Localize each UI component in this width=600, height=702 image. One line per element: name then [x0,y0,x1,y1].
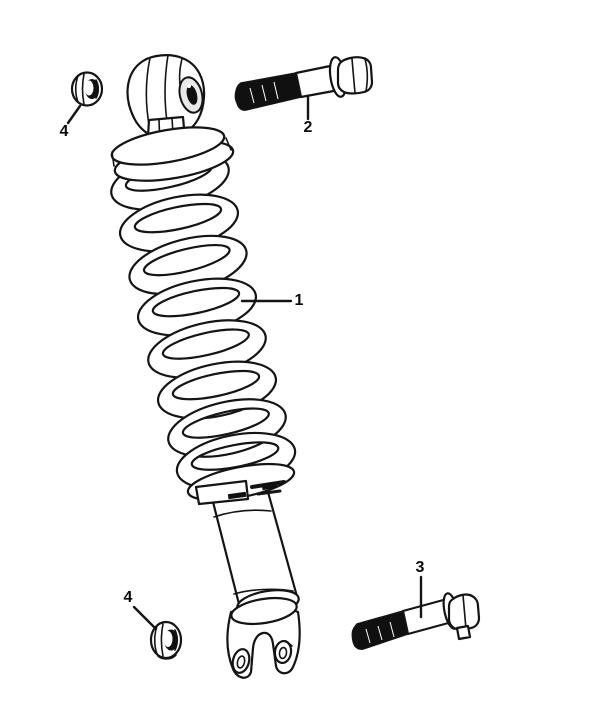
flange-nut-bottom [149,620,183,660]
callout-label-1: 1 [294,292,304,309]
leader-line-4-top [66,104,82,125]
lower-mount-bolt [351,592,481,650]
callout-label-4-bottom: 4 [123,589,133,606]
flange-nut-top [70,71,104,107]
upper-mount-bolt [234,56,374,111]
callout-label-4-top: 4 [59,123,69,140]
callout-label-3: 3 [415,559,425,576]
coil-spring [104,141,301,500]
lower-spring-seat [186,462,296,506]
upper-spring-seat [110,126,235,182]
clevis-fork [226,596,301,679]
callout-leader-lines [66,94,423,631]
callout-label-2: 2 [303,119,313,136]
leader-line-4-bottom [132,605,158,631]
